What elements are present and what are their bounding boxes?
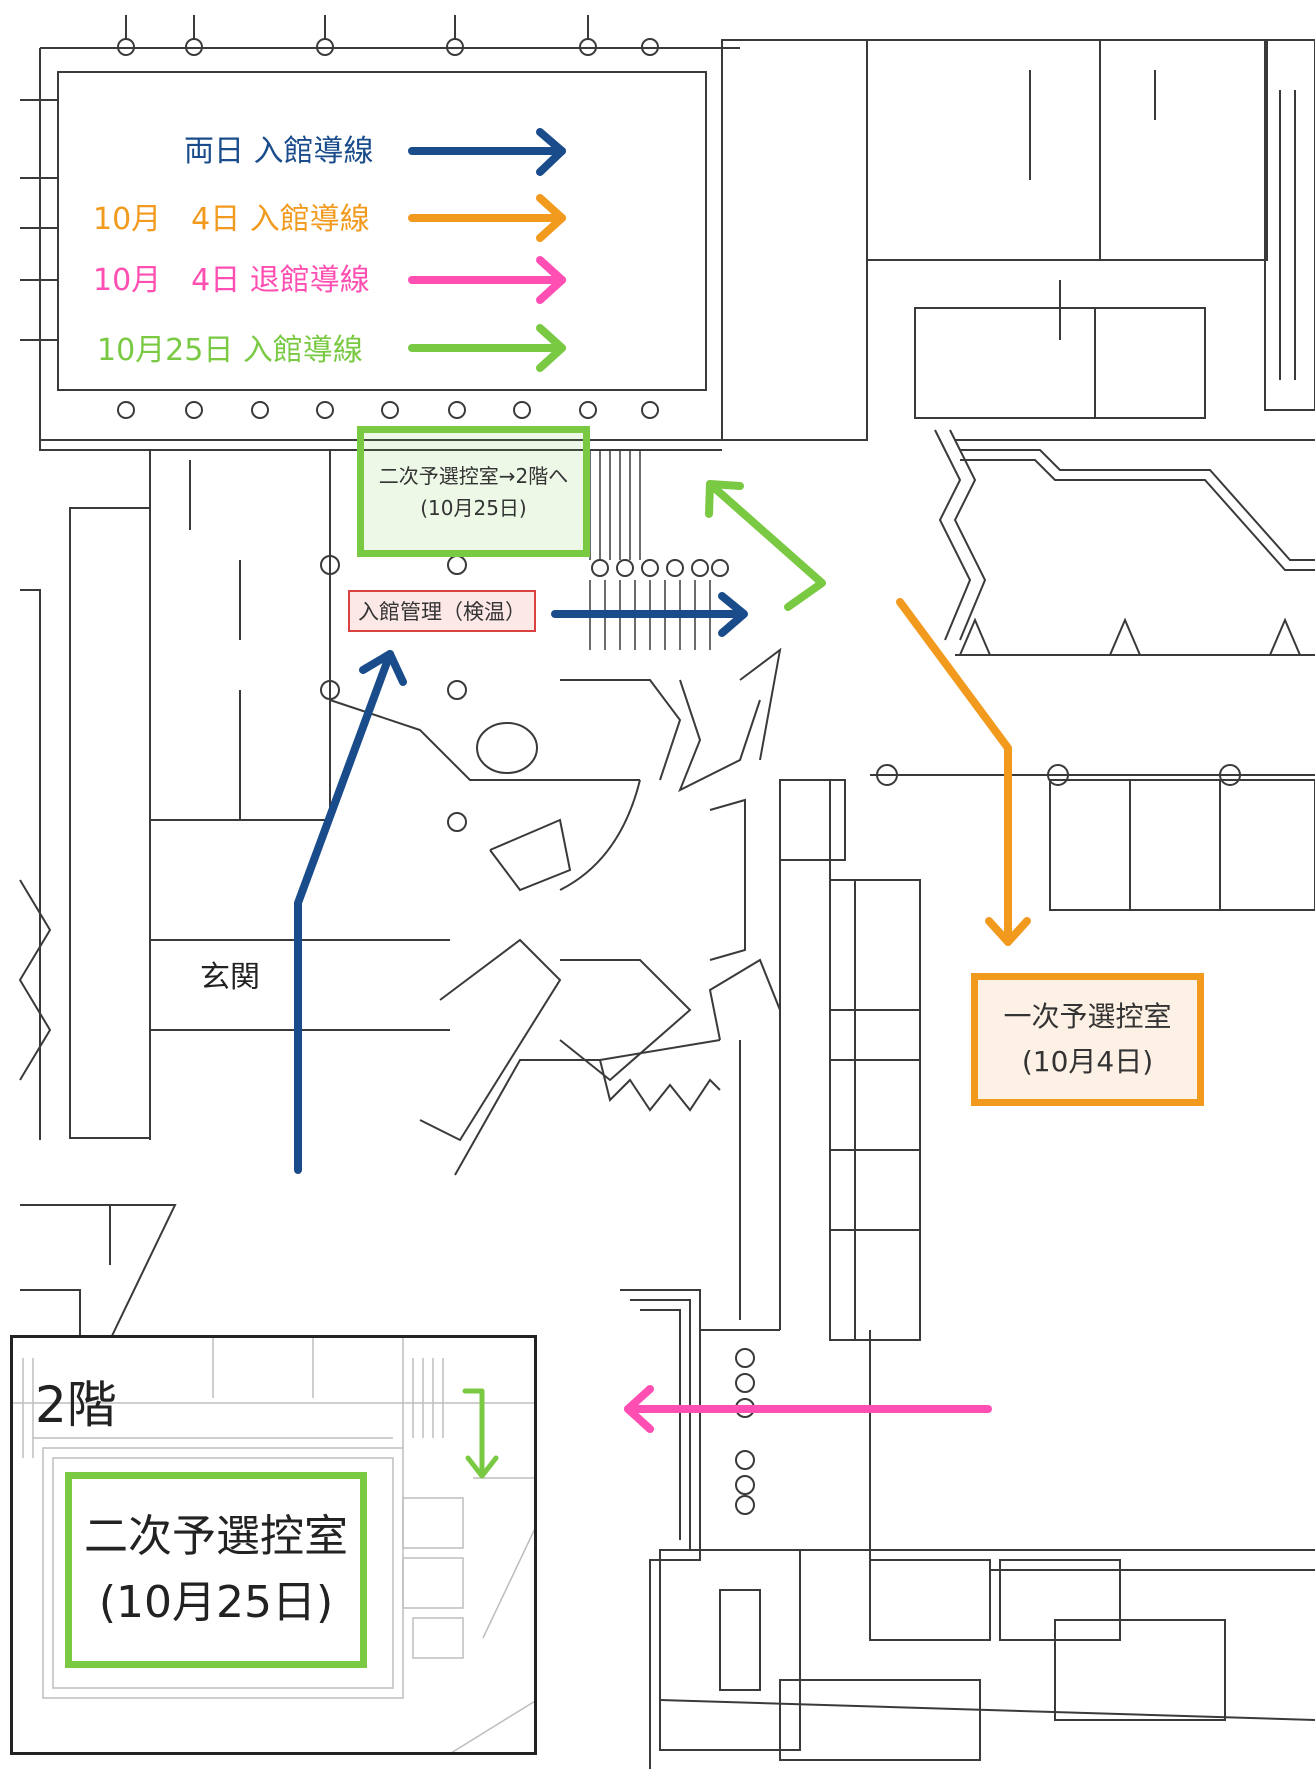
second-prelim-room-title: 二次予選控室→2階へ: [378, 463, 569, 488]
second-prelim-waiting-room-1f: 二次予選控室→2階へ (10月25日): [357, 426, 590, 557]
entry-check-label: 入館管理（検温）: [358, 600, 526, 624]
second-prelim-waiting-room-2f: 二次予選控室 (10月25日): [65, 1472, 367, 1668]
legend-item-both-days-entry: 両日 入館導線: [184, 134, 374, 169]
second-prelim-room-date: (10月25日): [420, 495, 527, 520]
second-floor-room-date: (10月25日): [98, 1577, 334, 1628]
first-prelim-room-date: (10月4日): [1021, 1044, 1154, 1078]
legend-item-oct25-entry: 10月25日 入館導線: [97, 333, 363, 368]
first-prelim-waiting-room: 一次予選控室 (10月4日): [971, 973, 1204, 1106]
route-oct25-entry: [408, 324, 826, 611]
route-both-days-entry: [294, 128, 748, 1174]
second-floor-room-title: 二次予選控室: [84, 1511, 348, 1562]
first-prelim-room-title: 一次予選控室: [1003, 999, 1172, 1033]
second-floor-inset: 2階 二次予選控室 (10月25日): [10, 1335, 537, 1755]
legend-item-oct4-exit: 10月 4日 退館導線: [93, 263, 370, 298]
legend-item-oct4-entry: 10月 4日 入館導線: [93, 202, 370, 237]
wall-lines: [18, 15, 1315, 1769]
entry-check-temperature: 入館管理（検温）: [348, 590, 536, 632]
entrance-label: 玄関: [200, 960, 260, 995]
inset-route-oct25: [462, 1388, 499, 1479]
route-oct4-exit: [408, 256, 992, 1433]
floor-label: 2階: [35, 1376, 117, 1434]
route-oct4-entry: [408, 194, 1031, 946]
second-floor-plan: [13, 1338, 534, 1752]
